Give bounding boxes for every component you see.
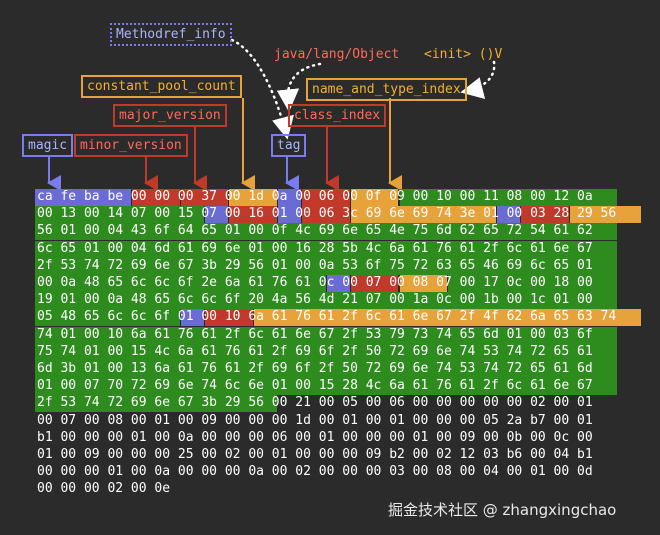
constant-pool-count-label: constant_pool_count bbox=[81, 75, 242, 98]
hex-row: 2f 53 74 72 69 6e 67 3b 29 56 01 00 0a 5… bbox=[37, 257, 593, 273]
byte-highlight-green bbox=[35, 343, 618, 361]
name-and-type-index-label: name_and_type_index bbox=[306, 78, 467, 101]
byte-highlight-red bbox=[302, 206, 350, 224]
hex-row: 56 01 00 04 43 6f 64 65 01 00 0f 4c 69 6… bbox=[37, 223, 593, 239]
byte-highlight-green bbox=[35, 275, 326, 292]
byte-highlight-red bbox=[229, 206, 277, 224]
byte-highlight-red bbox=[302, 189, 350, 206]
hex-row: 2f 53 74 72 69 6e 67 3b 29 56 00 21 00 0… bbox=[37, 395, 593, 411]
hex-row: 75 74 01 00 15 4c 6a 61 76 61 2f 69 6f 2… bbox=[37, 343, 593, 359]
byte-highlight-green bbox=[35, 378, 618, 396]
byte-highlight-purple bbox=[205, 206, 229, 224]
byte-highlight-green bbox=[35, 257, 618, 275]
byte-highlight-green bbox=[35, 223, 618, 241]
byte-highlight-red bbox=[350, 275, 399, 292]
byte-highlight-green bbox=[35, 309, 180, 327]
methodref-dotted-arrow bbox=[230, 38, 294, 140]
init-dotted-arrow bbox=[460, 60, 496, 100]
hex-row: 00 07 00 08 00 01 00 09 00 00 00 1d 00 0… bbox=[37, 412, 593, 428]
byte-highlight-green bbox=[448, 275, 618, 292]
byte-highlight-green bbox=[399, 189, 618, 206]
hex-row: 6c 65 01 00 04 6d 61 69 6e 01 00 16 28 5… bbox=[37, 240, 593, 256]
byte-highlight-orange bbox=[399, 275, 448, 292]
hex-row: 01 00 09 00 00 00 25 00 02 00 01 00 00 0… bbox=[37, 447, 593, 462]
java-object-dotted-arrow bbox=[276, 62, 322, 112]
byte-highlight-purple bbox=[35, 189, 132, 206]
hex-row: ca fe ba be 00 00 00 37 00 1d 0a 00 06 0… bbox=[37, 189, 593, 204]
hex-row: 00 13 00 14 07 00 15 07 00 16 01 00 06 3… bbox=[37, 206, 617, 222]
byte-highlight-orange bbox=[569, 206, 642, 224]
tag-label: tag bbox=[271, 134, 307, 157]
hex-row: b1 00 00 00 01 00 0a 00 00 00 06 00 01 0… bbox=[37, 429, 593, 445]
byte-highlight-orange bbox=[350, 206, 496, 224]
java-lang-object-label: java/lang/Object bbox=[274, 47, 400, 62]
hex-row: 6d 3b 01 00 13 6a 61 76 61 2f 69 6f 2f 5… bbox=[37, 361, 593, 376]
byte-highlight-orange bbox=[253, 309, 642, 327]
hex-row: 00 00 00 01 00 0a 00 00 00 0a 00 02 00 0… bbox=[37, 464, 593, 480]
hex-row: 00 00 00 02 00 0e bbox=[37, 481, 171, 497]
byte-highlight-purple bbox=[496, 206, 520, 224]
hex-row: 01 00 07 70 72 69 6e 74 6c 6e 01 00 15 2… bbox=[37, 378, 593, 394]
hex-row: 74 01 00 10 6a 61 76 61 2f 6c 61 6e 67 2… bbox=[37, 326, 593, 342]
byte-highlight-orange bbox=[229, 189, 277, 206]
byte-highlight-red bbox=[132, 189, 180, 206]
methodref-info-label: Methodref_info bbox=[110, 23, 232, 46]
magic-label: magic bbox=[22, 134, 74, 157]
byte-highlight-purple bbox=[278, 206, 302, 224]
byte-highlight-green bbox=[35, 361, 618, 378]
hex-row: 05 48 65 6c 6c 6f 01 00 10 6a 61 76 61 2… bbox=[37, 309, 617, 325]
byte-highlight-orange bbox=[350, 189, 399, 206]
byte-highlight-red bbox=[180, 189, 229, 206]
class-index-label: class_index bbox=[288, 104, 387, 127]
init-descriptor-label: <init> ()V bbox=[424, 47, 503, 62]
watermark: 掘金技术社区 @ zhangxingchao bbox=[388, 501, 617, 519]
byte-highlight-red bbox=[521, 206, 569, 224]
byte-highlight-purple bbox=[326, 275, 350, 292]
minor-version-label: minor_version bbox=[74, 134, 188, 157]
byte-highlight-green bbox=[35, 326, 618, 344]
byte-highlight-green bbox=[35, 240, 618, 258]
hex-row: 19 01 00 0a 48 65 6c 6c 6f 20 4a 56 4d 2… bbox=[37, 292, 593, 308]
byte-highlight-purple bbox=[180, 309, 205, 327]
hex-row: 00 0a 48 65 6c 6c 6f 2e 6a 61 76 61 0c 0… bbox=[37, 275, 593, 290]
byte-highlight-red bbox=[205, 309, 253, 327]
byte-highlight-green bbox=[35, 395, 277, 413]
major-version-label: major_version bbox=[113, 104, 227, 127]
byte-highlight-green bbox=[35, 206, 205, 224]
byte-highlight-purple bbox=[278, 189, 302, 206]
byte-highlight-green bbox=[35, 292, 618, 310]
